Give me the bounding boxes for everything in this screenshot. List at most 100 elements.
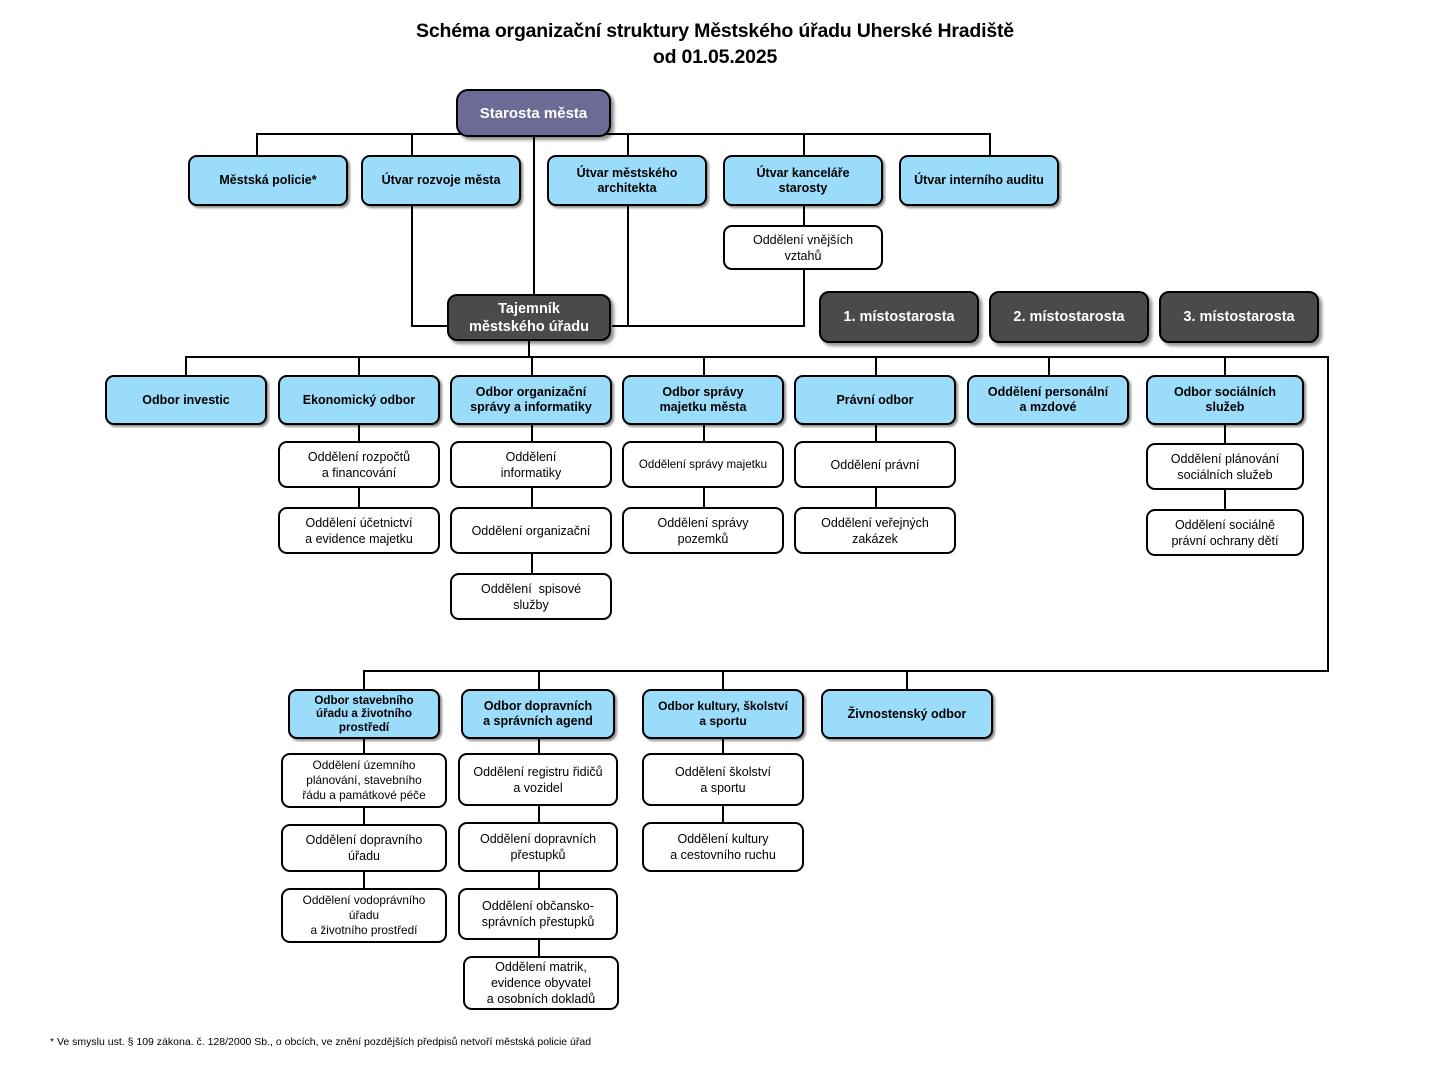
page-title: Schéma organizační struktury Městského ú… xyxy=(0,18,1430,70)
page-title-line1: Schéma organizační struktury Městského ú… xyxy=(416,20,1014,42)
connector-to-personalni xyxy=(1048,356,1050,375)
connector-child-link xyxy=(538,806,540,822)
connector-child-link xyxy=(722,806,724,822)
connector-child-link xyxy=(1224,425,1226,443)
node-oddeleni-spravy-majetku[interactable]: Oddělení správy majetku xyxy=(622,441,784,488)
connector-to-policie xyxy=(256,133,258,155)
connector-child-link xyxy=(703,425,705,441)
connector-mayor-to-tajemnik xyxy=(533,137,535,294)
node-oddeleni-organizacni[interactable]: Oddělení organizační xyxy=(450,507,612,554)
connector-child-link xyxy=(875,488,877,507)
node-2-mistostarosta[interactable]: 2. místostarosta xyxy=(989,291,1149,343)
node-utvar-rozvoje-mesta[interactable]: Útvar rozvoje města xyxy=(361,155,521,206)
node-3-mistostarosta[interactable]: 3. místostarosta xyxy=(1159,291,1319,343)
node-label: Oddělení správy majetku xyxy=(638,457,768,471)
connector-to-dopravnich-agend xyxy=(538,670,540,689)
connector-to-organizacni-spravy xyxy=(531,356,533,375)
connector-child-link xyxy=(703,488,705,507)
node-label: Odbor investic xyxy=(142,392,230,407)
connector-rozvoje-down xyxy=(411,206,413,327)
node-utvar-interniho-auditu[interactable]: Útvar interního auditu xyxy=(899,155,1059,206)
connector-to-spravy-majetku xyxy=(703,356,705,375)
node-pravni-odbor[interactable]: Právní odbor xyxy=(794,375,956,425)
connector-child-link xyxy=(538,940,540,956)
connector-to-pravni-odbor xyxy=(875,356,877,375)
connector-to-kultury xyxy=(722,670,724,689)
connector-right-to-tajemnik xyxy=(612,325,805,327)
connector-to-stavebniho-uradu xyxy=(363,670,365,689)
connector-to-socialnich-sluzeb xyxy=(1224,356,1226,375)
node-oddeleni-pravni[interactable]: Oddělení právní xyxy=(794,441,956,488)
connector-rozvoje-to-tajemnik xyxy=(411,325,447,327)
node-mestska-policie[interactable]: Městská policie* xyxy=(188,155,348,206)
node-ekonomicky-odbor[interactable]: Ekonomický odbor xyxy=(278,375,440,425)
connector-kancelare-to-vnejsi xyxy=(803,206,805,225)
connector-child-link xyxy=(538,872,540,888)
node-label: Živnostenský odbor xyxy=(847,706,967,721)
node-label: Oddělení občansko-správních přestupků xyxy=(481,899,595,929)
node-label: Útvar interního auditu xyxy=(914,173,1044,187)
node-odbor-investic[interactable]: Odbor investic xyxy=(105,375,267,425)
page-title-line2: od 01.05.2025 xyxy=(652,46,778,68)
connector-child-link xyxy=(363,808,365,824)
node-zivnostensky-odbor[interactable]: Živnostenský odbor xyxy=(821,689,993,739)
connector-child-link xyxy=(363,872,365,888)
node-label: Oddělení organizační xyxy=(471,523,591,538)
node-label: 3. místostarosta xyxy=(1183,309,1295,325)
connector-architekta-down xyxy=(627,206,629,327)
connector-tajemnik-drop xyxy=(528,341,530,358)
node-1-mistostarosta[interactable]: 1. místostarosta xyxy=(819,291,979,343)
connector-right-spine xyxy=(1327,356,1329,672)
connector-child-link xyxy=(722,739,724,753)
node-starosta-mesta[interactable]: Starosta města xyxy=(456,89,611,137)
node-label: Ekonomický odbor xyxy=(302,392,416,407)
node-oddeleni-obcansko-spravnich-prestupku[interactable]: Oddělení občansko-správních přestupků xyxy=(458,888,618,940)
node-label: 1. místostarosta xyxy=(843,309,955,325)
